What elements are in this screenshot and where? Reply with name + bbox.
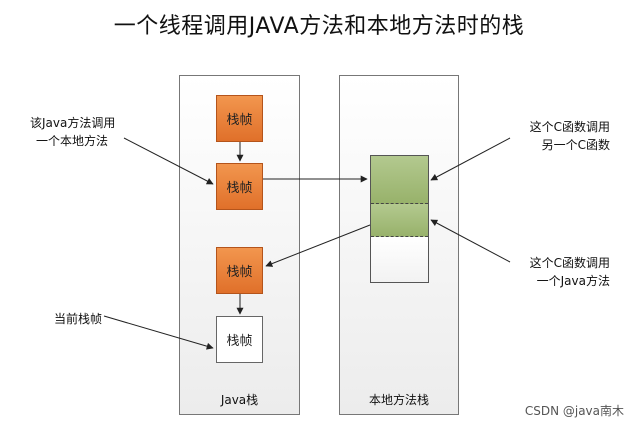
native-frame-2 bbox=[371, 203, 428, 237]
java-frame-2: 栈帧 bbox=[216, 163, 263, 210]
annotation-line: 这个C函数调用 bbox=[529, 120, 610, 134]
arrow-annot-c-calls-java bbox=[430, 219, 511, 263]
arrow-annot-java-calls-native bbox=[123, 137, 214, 185]
native-stack-label: 本地方法栈 bbox=[368, 393, 429, 407]
annotation-java-calls-native: 该Java方法调用 一个本地方法 bbox=[30, 114, 115, 150]
native-stack-frames bbox=[370, 155, 429, 283]
arrow-annot-c-calls-c bbox=[430, 137, 511, 181]
java-frame-1: 栈帧 bbox=[216, 95, 263, 142]
native-frame-1 bbox=[371, 156, 428, 203]
native-stack-column: 本地方法栈 bbox=[339, 75, 459, 415]
arrow-annot-current-frame bbox=[103, 315, 214, 350]
java-frame-3: 栈帧 bbox=[216, 247, 263, 294]
annotation-current-frame: 当前栈帧 bbox=[54, 312, 103, 326]
annotation-line: 另一个C函数 bbox=[541, 138, 610, 152]
current-java-frame: 栈帧 bbox=[216, 316, 263, 363]
java-stack-label: Java栈 bbox=[220, 393, 259, 407]
annotation-line: 一个Java方法 bbox=[536, 274, 610, 288]
watermark: CSDN @java南木 bbox=[524, 404, 624, 418]
annotation-c-calls-c: 这个C函数调用 另一个C函数 bbox=[500, 118, 610, 154]
annotation-line: 一个本地方法 bbox=[36, 134, 109, 148]
diagram-title: 一个线程调用JAVA方法和本地方法时的栈 bbox=[113, 14, 525, 39]
annotation-line: 该Java方法调用 bbox=[30, 116, 116, 130]
annotation-line: 这个C函数调用 bbox=[529, 256, 610, 270]
native-frame-empty bbox=[371, 237, 428, 282]
arrow-native-to-java bbox=[265, 224, 371, 267]
annotation-c-calls-java: 这个C函数调用 一个Java方法 bbox=[500, 254, 610, 290]
